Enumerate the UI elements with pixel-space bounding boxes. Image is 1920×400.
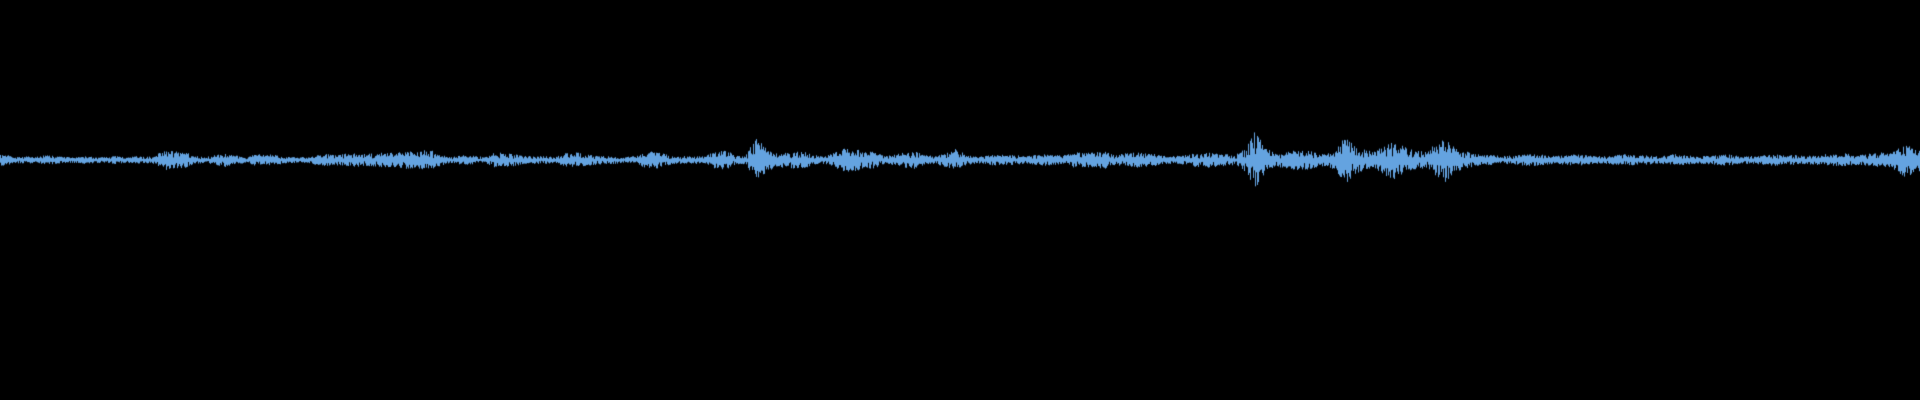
audio-editor-viewport <box>0 0 1920 400</box>
audio-waveform[interactable] <box>0 0 1920 400</box>
